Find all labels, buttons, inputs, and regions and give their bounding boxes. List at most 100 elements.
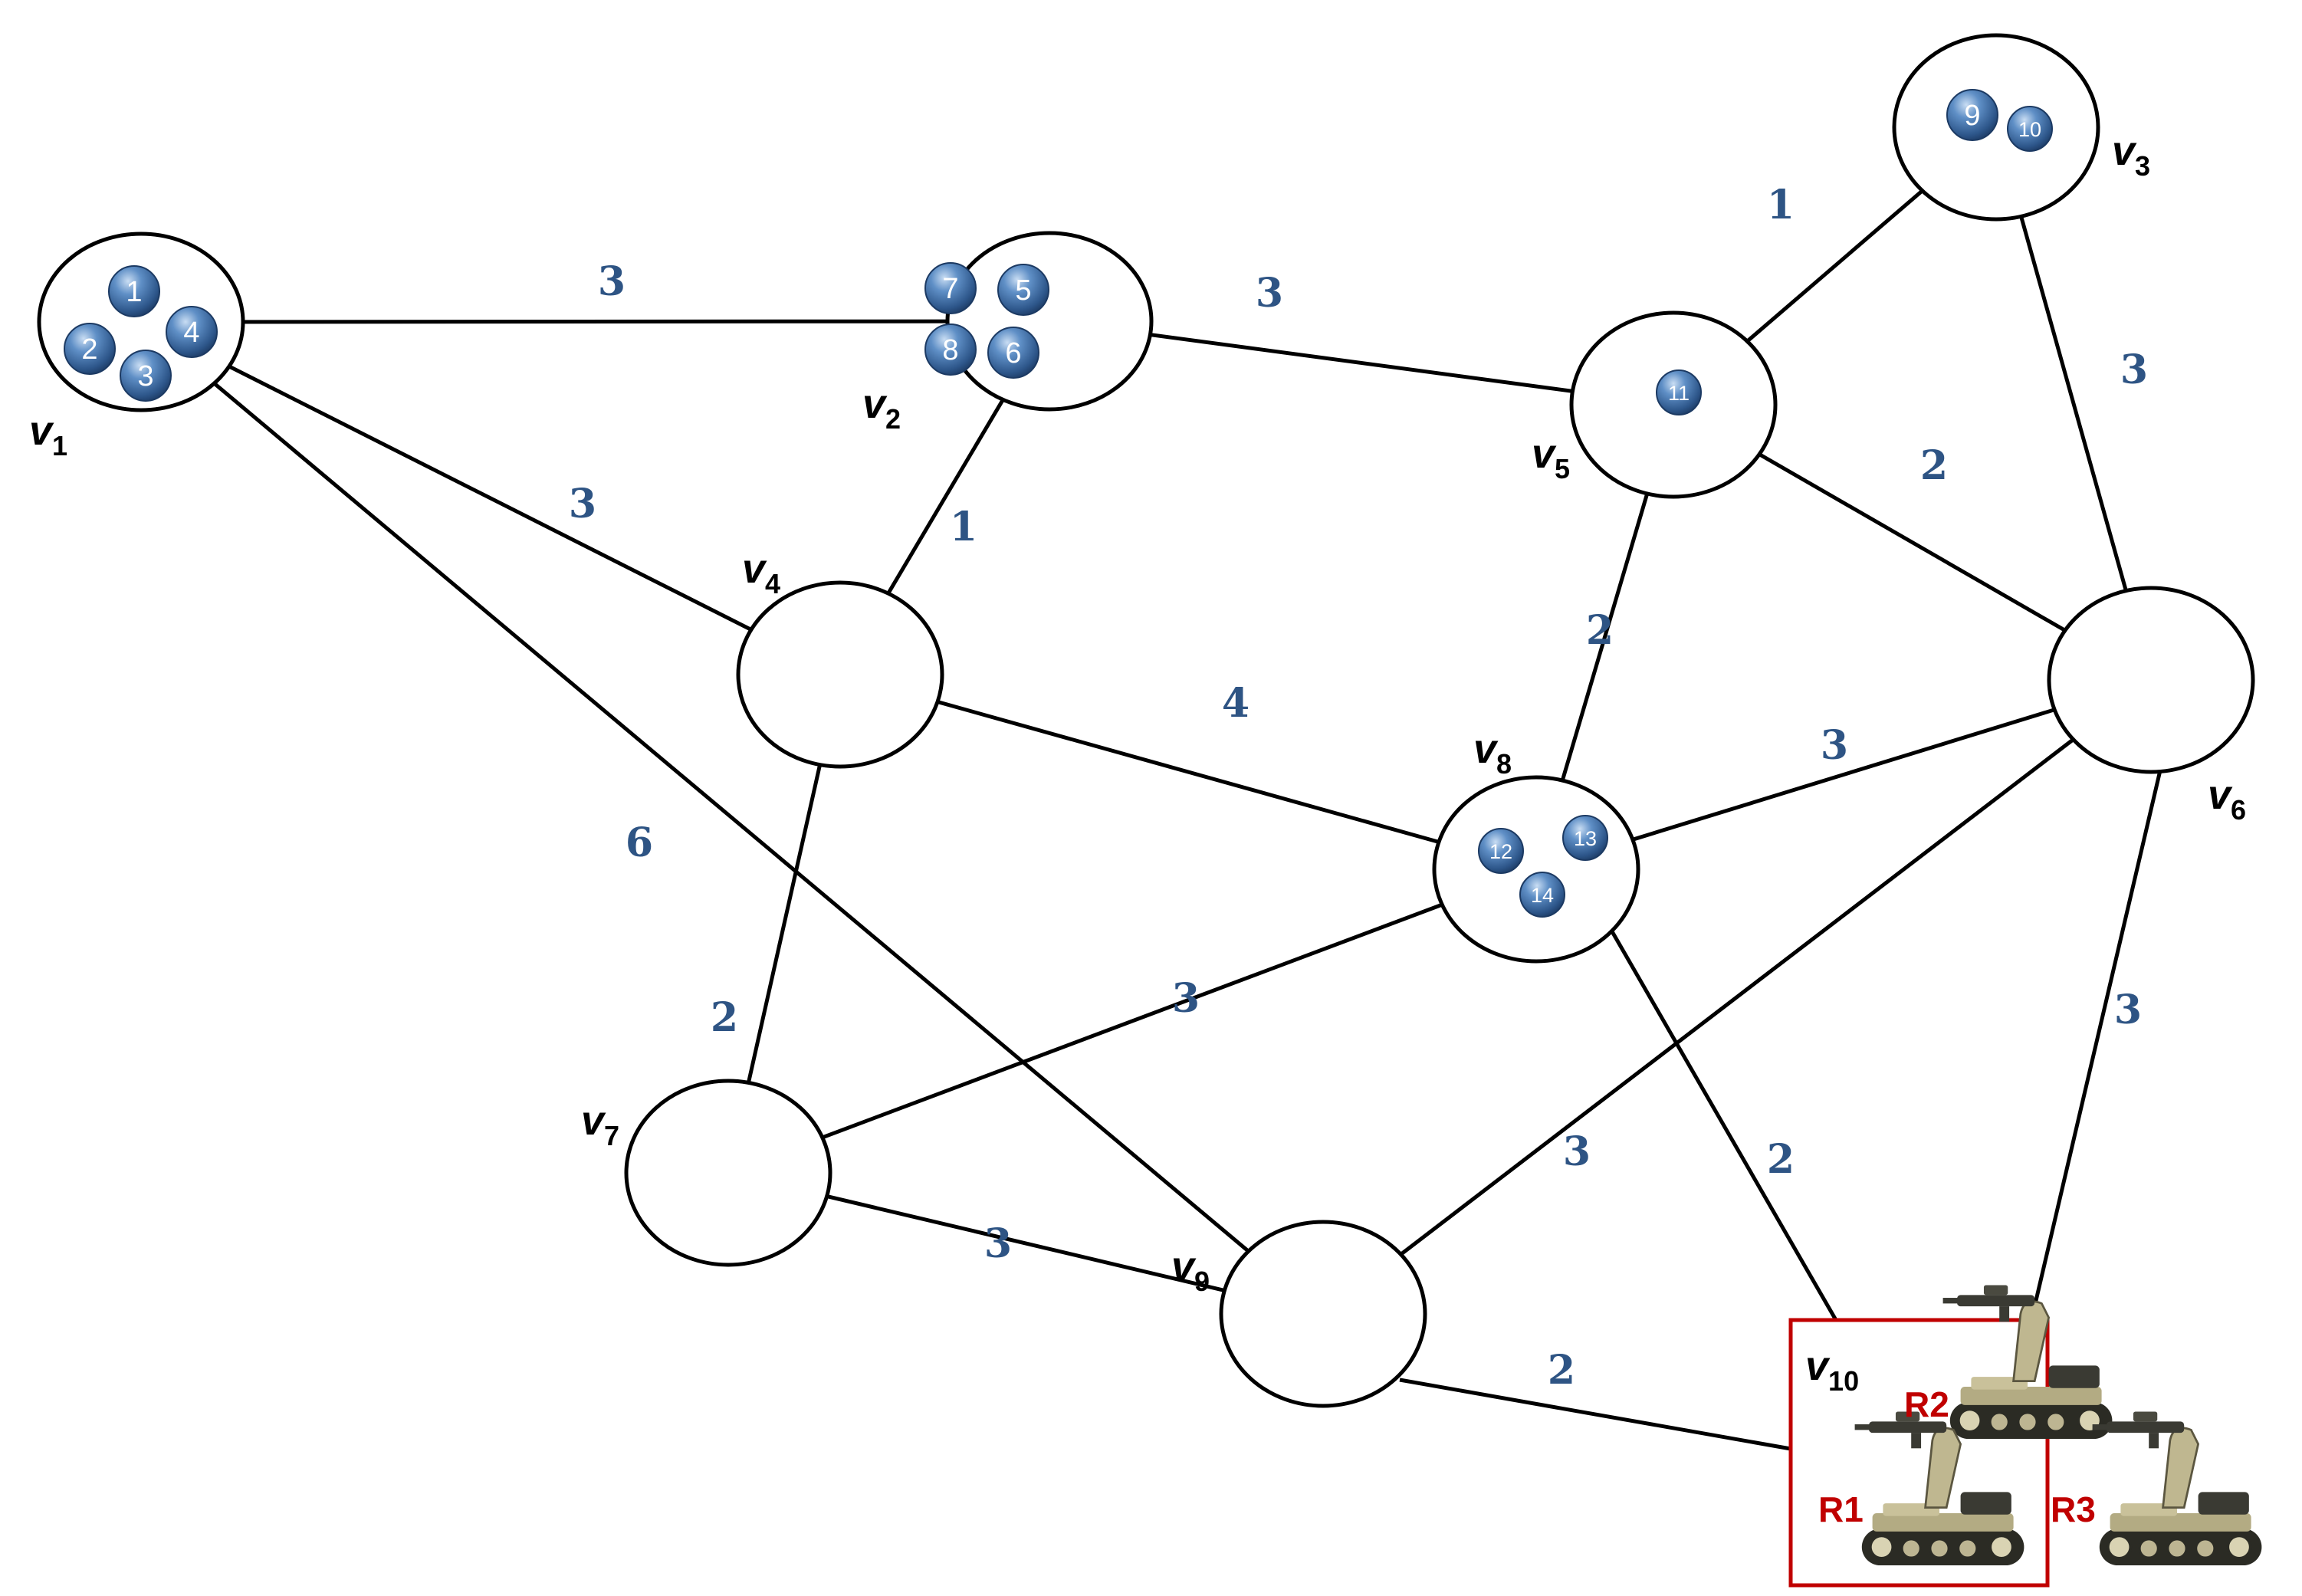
token-number: 6 [1005,337,1021,369]
depot-box-v10 [1788,1318,2050,1588]
token-1: 1 [108,265,160,317]
vertex-v3: v3 9 10 [1892,33,2150,222]
vertex-v7: v7 [581,1079,832,1267]
edge-weight-v1-v2: 3 [598,258,626,305]
token-3: 3 [120,350,172,402]
token-12: 12 [1478,828,1524,874]
vertex-circle [1432,775,1640,964]
token-ball-icon [64,323,116,375]
vertex-v10: v10 [1805,1343,1859,1397]
vertex-label-v1: v1 [29,408,67,461]
token-ball-icon [924,323,977,376]
vertex-label-v6: v6 [2208,772,2246,826]
vertex-v5: v5 11 [1532,310,1778,499]
token-ball-icon [1478,828,1524,874]
vertex-circle [945,231,1154,412]
robot-icon [2090,1410,2264,1567]
vertex-label-v2: v2 [862,381,901,435]
token-ball-icon [1562,815,1608,861]
edge-weight-v2-v4: 1 [950,504,977,550]
edge-v6-v9 [1322,678,2153,1315]
robot-label-r3: R3 [2051,1489,2096,1529]
token-ball-icon [120,350,172,402]
edge-weight-v4-v8: 4 [1222,680,1250,727]
token-number: 8 [942,334,958,366]
robot-r3 [2090,1410,2264,1567]
token-ball-icon [108,265,160,317]
vertex-v9: v9 [1171,1220,1427,1408]
edge-weight-v1-v9: 6 [626,819,653,866]
token-number: 11 [1668,382,1690,405]
vertex-label-v8: v8 [1473,726,1512,780]
token-number: 13 [1574,827,1597,850]
edge-weight-v8-v6: 3 [1821,722,1848,769]
token-ball-icon [924,262,977,314]
token-number: 2 [81,333,97,366]
edge-weight-v8-v7: 3 [1172,975,1200,1022]
edge-weight-v3-v6: 3 [2120,346,2148,393]
vertex-v4: v4 [736,546,944,769]
edge-weight-v1-v4: 3 [569,481,596,527]
token-ball-icon [1946,89,1998,141]
token-ball-icon [166,306,218,358]
token-ball-icon [1656,369,1702,415]
vertex-circle [624,1079,832,1267]
edge-v1-v4 [140,320,842,677]
edge-v1-v2 [140,319,1050,324]
vertex-label-v10: v10 [1805,1343,1859,1397]
edge-weight-v6-v10: 3 [2114,987,2142,1033]
vertex-v6: v6 [2047,586,2255,826]
token-13: 13 [1562,815,1608,861]
edge-weight-v6-v9: 3 [1563,1128,1591,1175]
token-10: 10 [2007,106,2053,152]
token-5: 5 [997,264,1049,316]
token-number: 4 [183,317,199,349]
vertex-label-v5: v5 [1532,431,1570,484]
edge-v8-v7 [727,867,1537,1175]
robot-label-r2: R2 [1904,1384,1949,1424]
edge-v3-v6 [1994,126,2153,681]
token-6: 6 [987,327,1039,379]
edge-v8-v6 [1535,678,2152,872]
vertex-v8: v8 12 13 14 [1432,726,1640,964]
token-number: 10 [2018,118,2041,141]
vertex-circle [2047,586,2255,774]
edge-v8-v10 [1607,926,1838,1322]
token-11: 11 [1656,369,1702,415]
token-14: 14 [1519,872,1565,918]
vertex-v2: v2 7 5 8 6 [862,231,1154,435]
edge-weight-v8-v10: 2 [1767,1136,1795,1183]
token-number: 7 [942,273,958,305]
token-number: 3 [137,360,153,392]
edge-weight-v5-v3: 1 [1767,182,1795,228]
edge-weight-v5-v6: 2 [1920,442,1948,489]
vertex-circle [736,580,944,769]
token-4: 4 [166,306,218,358]
token-2: 2 [64,323,116,375]
vertex-circle [1892,33,2100,222]
token-number: 1 [126,276,142,308]
token-8: 8 [924,323,977,376]
edge-v4-v8 [839,672,1537,872]
token-number: 5 [1015,274,1031,307]
edge-weight-v9-v10: 2 [1548,1347,1575,1394]
token-ball-icon [1519,872,1565,918]
token-9: 9 [1946,89,1998,141]
token-number: 9 [1964,100,1980,132]
edge-v1-v9 [140,320,1325,1315]
vertex-label-v7: v7 [581,1098,619,1151]
vertex-label-v4: v4 [742,546,780,599]
edge-weight-v2-v5: 3 [1256,270,1283,317]
token-ball-icon [987,327,1039,379]
edge-v2-v5 [1049,319,1674,407]
robot-r2 [1941,1283,2114,1440]
robot-icon [1941,1283,2114,1440]
vertex-label-v3: v3 [2112,128,2150,182]
edge-v9-v10 [1399,1378,1791,1451]
token-number: 12 [1489,840,1512,863]
token-number: 14 [1531,884,1554,907]
edge-weight-v4-v7: 2 [711,994,738,1041]
vertex-label-v9: v9 [1171,1243,1210,1297]
